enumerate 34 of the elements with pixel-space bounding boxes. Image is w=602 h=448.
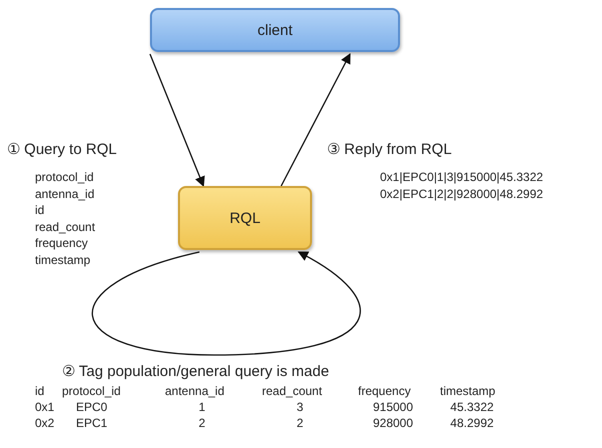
client-box: client: [150, 8, 400, 52]
table-header: timestamp: [440, 384, 496, 398]
table-value: 1: [198, 400, 206, 414]
table-header: protocol_id: [62, 384, 121, 398]
table-value: 928000: [372, 416, 414, 430]
table-value: 0x2: [35, 416, 54, 430]
table-value: 2: [296, 416, 304, 430]
table-value: EPC1: [76, 416, 108, 430]
table-value: 915000: [372, 400, 414, 414]
field-name: protocol_id: [35, 170, 94, 184]
table-value: 3: [296, 400, 304, 414]
edge-label: ③ Reply from RQL: [325, 140, 454, 158]
table-header: id: [35, 384, 44, 398]
process-box: RQL: [178, 186, 312, 250]
table-value: EPC0: [76, 400, 108, 414]
table-value: 2: [198, 416, 206, 430]
field-name: antenna_id: [35, 186, 94, 200]
field-name: timestamp: [35, 252, 90, 266]
table-header: read_count: [262, 384, 322, 398]
table-header: frequency: [358, 384, 411, 398]
field-name: frequency: [35, 236, 88, 250]
data-record: 0x1|EPC0|1|3|915000|45.3322: [380, 170, 544, 184]
table-value: 45.3322: [450, 400, 494, 414]
edge-label: ① Query to RQL: [5, 140, 119, 158]
arrow: [92, 251, 361, 356]
table-header: antenna_id: [165, 384, 224, 398]
table-value: 0x1: [35, 400, 54, 414]
table-value: 48.2992: [450, 416, 494, 430]
field-name: read_count: [35, 220, 96, 234]
arrow: [280, 53, 351, 186]
data-record: 0x2|EPC1|2|2|928000|48.2992: [380, 187, 544, 201]
edge-label: ② Tag population/general query is made: [60, 362, 332, 380]
arrow: [149, 54, 205, 187]
field-name: id: [35, 203, 44, 217]
